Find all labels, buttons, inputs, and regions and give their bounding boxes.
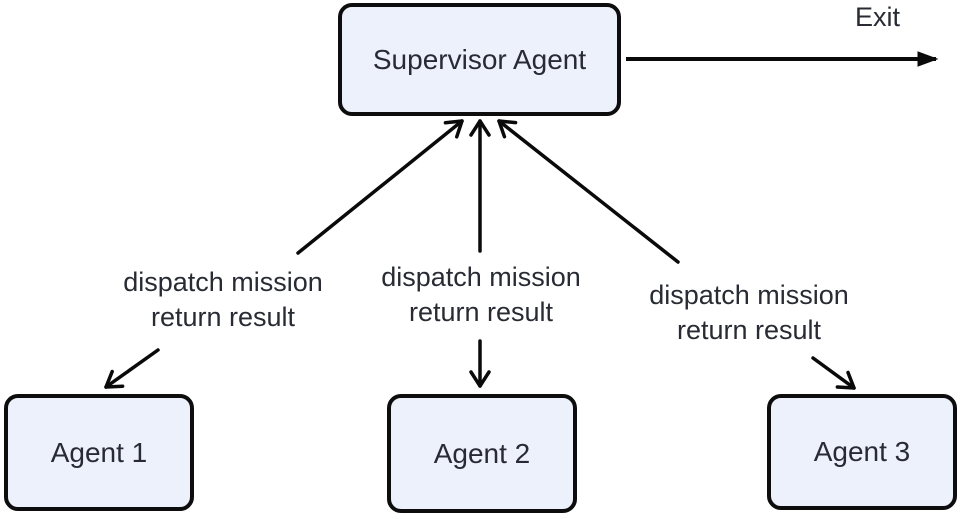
edge-agent1-to-supervisor [296, 119, 464, 255]
edge-agent3-to-supervisor [497, 119, 680, 264]
agent3-label: Agent 3 [813, 436, 911, 467]
supervisor-agent-node: Supervisor Agent [338, 3, 621, 116]
edge-label-agent3-line2: return result [676, 315, 822, 345]
edge-label-agent1-line1: dispatch mission [123, 267, 323, 297]
agent3-node: Agent 3 [767, 394, 957, 510]
agent2-label: Agent 2 [433, 437, 531, 469]
edge-label-agent2: dispatch mission return result [381, 260, 581, 330]
edge-label-agent3-line1: dispatch mission [649, 280, 849, 310]
supervisor-agent-label: Supervisor Agent [372, 43, 587, 75]
edge-label-agent1-line2: return result [150, 302, 296, 332]
edge-label-agent1: dispatch mission return result [123, 265, 323, 335]
agent1-label: Agent 1 [50, 436, 148, 468]
edge-supervisor-to-agent1 [104, 348, 160, 389]
edge-label-agent2-line2: return result [408, 297, 554, 327]
agent1-node: Agent 1 [4, 394, 194, 511]
edge-label-agent3: dispatch mission return result [649, 278, 849, 348]
edge-supervisor-to-agent3 [811, 356, 856, 390]
edge-label-agent2-line1: dispatch mission [381, 262, 581, 292]
exit-label: Exit [855, 2, 901, 32]
agent2-node: Agent 2 [387, 394, 577, 513]
